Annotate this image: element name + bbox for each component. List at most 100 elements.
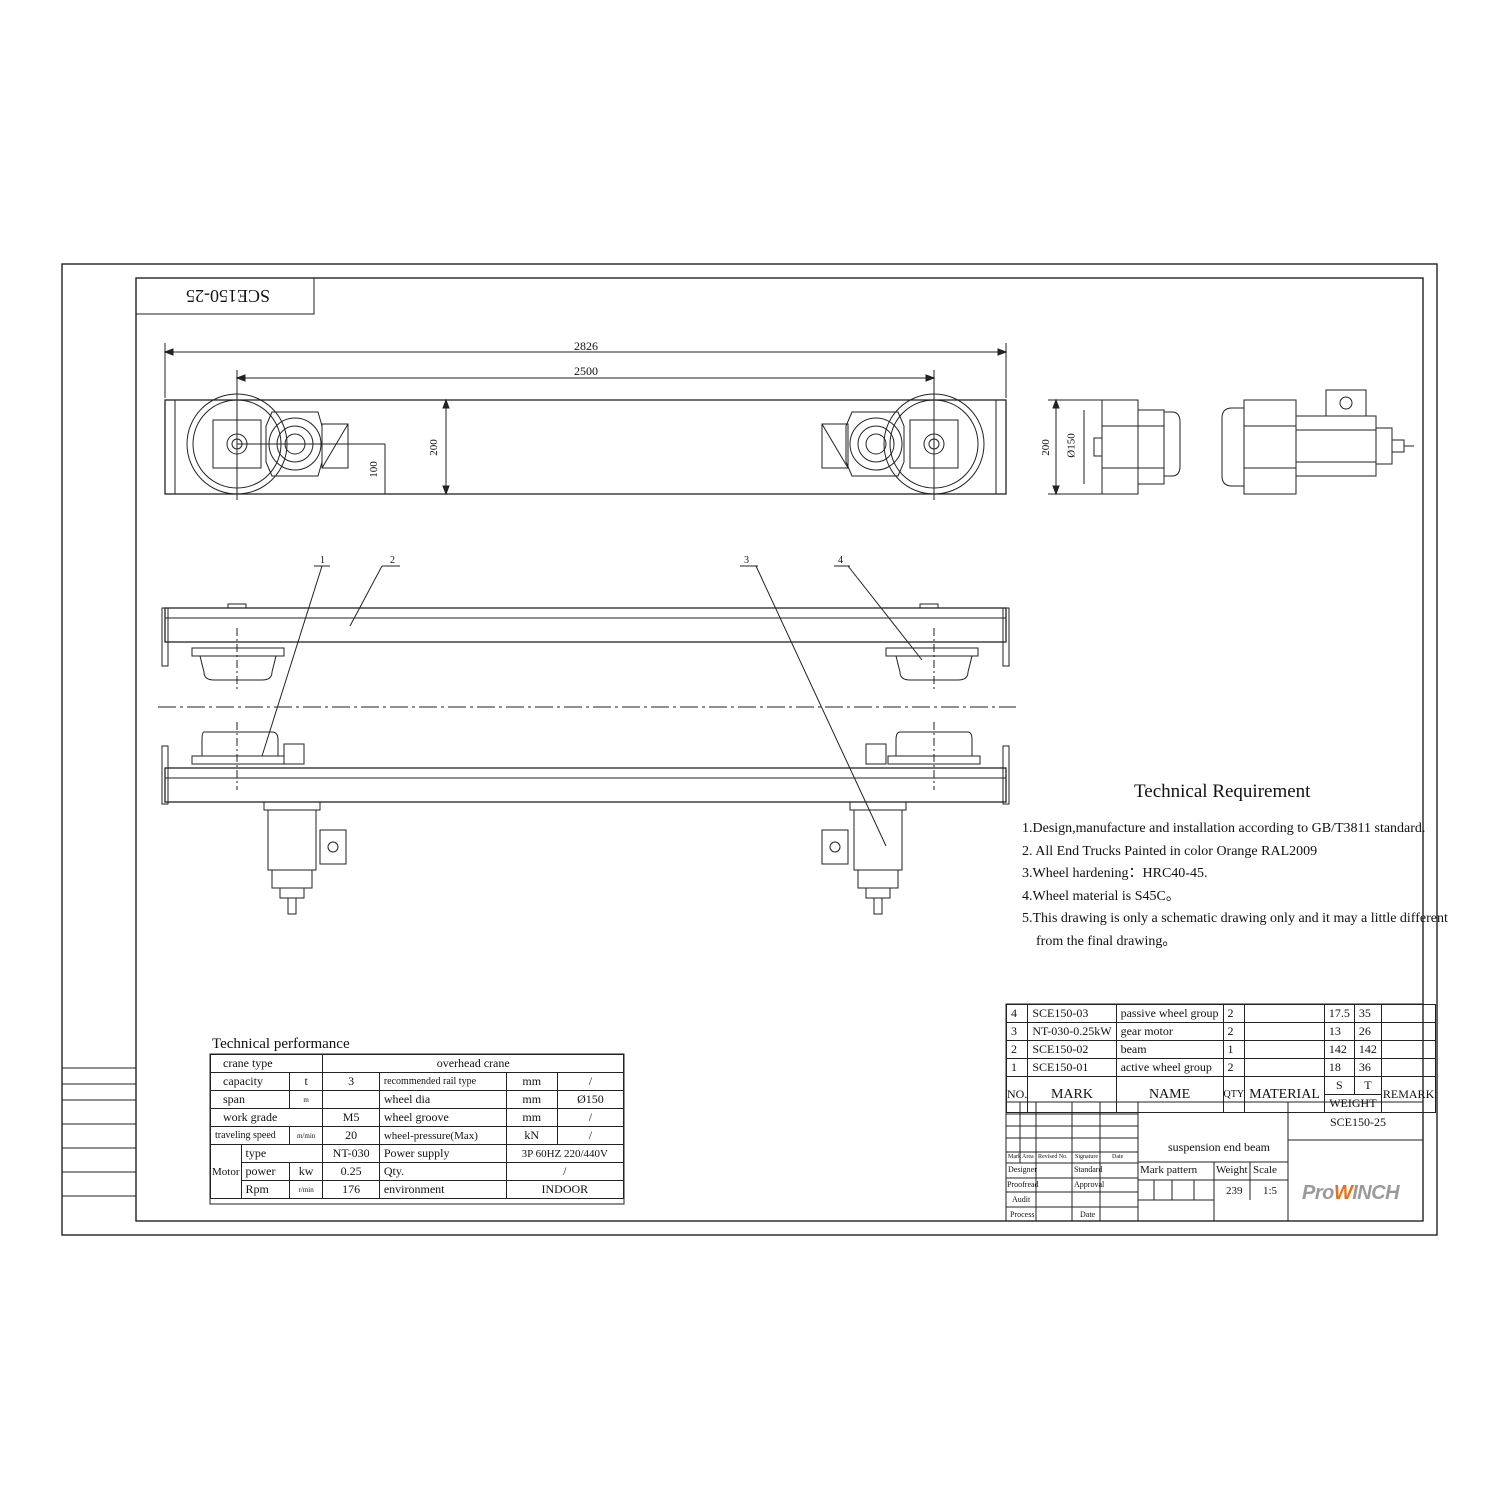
dim-wheel-span: 2500 — [574, 364, 598, 378]
inner-frame — [135, 277, 1424, 1222]
perf-label: Rpm — [240, 1180, 290, 1199]
bom-material — [1244, 1058, 1325, 1077]
perf-label: recommended rail type — [378, 1072, 507, 1091]
bom-weight-t: 36 — [1353, 1058, 1382, 1077]
tech-req-title: Technical Requirement — [1134, 781, 1311, 802]
bom-head-weight: WEIGHT — [1323, 1094, 1382, 1113]
perf-value: 20 — [322, 1126, 380, 1145]
callout-1: 1 — [320, 555, 325, 566]
bom-weight-s: 17.5 — [1323, 1004, 1355, 1023]
code-box — [135, 277, 315, 315]
bom-head-qty: QTY — [1222, 1076, 1246, 1113]
logo-pro: Pro — [1302, 1182, 1334, 1204]
bom-remark — [1380, 1004, 1437, 1023]
perf-label: work grade — [209, 1108, 324, 1127]
perf-label: wheel-pressure(Max) — [378, 1126, 507, 1145]
perf-label: span — [210, 1090, 290, 1109]
bom-head-no: NO. — [1005, 1076, 1029, 1113]
bom-head-remark: REMARK — [1380, 1076, 1437, 1113]
tech-req-item: 2. All End Trucks Painted in color Orang… — [1022, 843, 1318, 859]
perf-label: capacity — [210, 1072, 290, 1091]
tech-perf-title: Technical performance — [212, 1036, 350, 1052]
perf-unit: m/min — [288, 1126, 324, 1145]
tb-rev-area: Area — [1022, 1154, 1034, 1160]
bom-weight-t: 26 — [1353, 1022, 1382, 1041]
tb-rev-date: Date — [1112, 1154, 1124, 1160]
bom-mark: SCE150-03 — [1027, 1004, 1117, 1023]
tb-mark-pattern: Mark pattern — [1140, 1164, 1198, 1176]
bom-weight-t: 35 — [1353, 1004, 1382, 1023]
tb-designer: Designer — [1008, 1165, 1037, 1174]
perf-unit: m — [288, 1090, 324, 1109]
perf-value: Ø150 — [556, 1090, 625, 1109]
perf-unit: mm — [505, 1108, 558, 1127]
perf-value: INDOOR — [505, 1180, 625, 1199]
perf-label: environment — [378, 1180, 507, 1199]
perf-label: Power supply — [378, 1144, 507, 1163]
title-drawing-no: SCE150-25 — [1330, 1115, 1387, 1129]
logo-w: W — [1333, 1182, 1353, 1204]
bom-remark — [1380, 1058, 1437, 1077]
bom-mark: NT-030-0.25kW — [1027, 1022, 1117, 1041]
tech-req-item: 4.Wheel material is S45C。 — [1022, 888, 1180, 904]
perf-label: wheel dia — [378, 1090, 507, 1109]
perf-value: overhead crane — [322, 1054, 624, 1073]
bom-no: 3 — [1005, 1022, 1029, 1041]
tech-req-item: 1.Design,manufacture and installation ac… — [1022, 821, 1426, 836]
tb-process: Process — [1010, 1210, 1035, 1219]
bom-remark — [1380, 1040, 1437, 1059]
tb-date: Date — [1080, 1210, 1096, 1219]
tech-req-item: 5.This drawing is only a schematic drawi… — [1022, 911, 1448, 926]
tb-rev-mark: Mark — [1008, 1154, 1021, 1160]
perf-label: Qty. — [378, 1162, 507, 1181]
margin-strips — [62, 1067, 136, 1197]
tb-weight-value: 239 — [1226, 1185, 1243, 1197]
title-part-name: suspension end beam — [1168, 1140, 1270, 1154]
bom-weight-s: 13 — [1323, 1022, 1355, 1041]
perf-unit: kN — [505, 1126, 558, 1145]
perf-value: 176 — [322, 1180, 380, 1199]
bom-weight-t: 142 — [1353, 1040, 1382, 1059]
perf-value: / — [556, 1072, 625, 1091]
tech-req-list: 1.Design,manufacture and installation ac… — [1022, 818, 1448, 953]
tb-rev-signature: Signature — [1075, 1154, 1098, 1160]
perf-label: traveling speed — [210, 1126, 290, 1145]
perf-unit: mm — [505, 1090, 558, 1109]
bom-qty: 2 — [1222, 1004, 1246, 1023]
bom-no: 4 — [1005, 1004, 1029, 1023]
top-view — [163, 343, 1008, 500]
callout-leaders — [261, 565, 923, 847]
perf-value: 3 — [322, 1072, 380, 1091]
tb-scale-value: 1:5 — [1263, 1185, 1278, 1197]
bom-head-name: NAME — [1115, 1076, 1224, 1113]
bom-no: 1 — [1005, 1058, 1029, 1077]
bom-row: 3 NT-030-0.25kW gear motor 2 13 26 — [1005, 1022, 1437, 1041]
bom-head-t: T — [1353, 1076, 1382, 1095]
bom-head-material: MATERIAL — [1244, 1076, 1325, 1113]
perf-value: / — [556, 1126, 625, 1145]
perf-label: type — [240, 1144, 324, 1163]
dim-side-height: 200 — [1039, 439, 1052, 456]
bom-remark — [1380, 1022, 1437, 1041]
bom-row: 2 SCE150-02 beam 1 142 142 — [1005, 1040, 1437, 1059]
bom-header: NO. MARK NAME QTY MATERIAL S T REMARK — [1005, 1076, 1437, 1113]
perf-value: NT-030 — [322, 1144, 380, 1163]
callout-4: 4 — [838, 555, 843, 566]
perf-label: crane type — [209, 1054, 324, 1073]
tb-audit: Audit — [1012, 1195, 1031, 1204]
tb-weight-label: Weight — [1216, 1164, 1248, 1176]
bom-name: active wheel group — [1115, 1058, 1224, 1077]
bom-qty: 2 — [1222, 1058, 1246, 1077]
perf-value: / — [556, 1108, 625, 1127]
drawing-code-flipped: SCE150-25 — [186, 286, 271, 306]
callout-3: 3 — [744, 555, 749, 566]
perf-value: M5 — [322, 1108, 380, 1127]
perf-value: / — [505, 1162, 625, 1181]
side-view-b — [1221, 389, 1414, 495]
bom-qty: 1 — [1222, 1040, 1246, 1059]
bom-name: gear motor — [1115, 1022, 1224, 1041]
dim-offset: 100 — [367, 461, 380, 478]
dim-overall-length: 2826 — [574, 339, 598, 353]
dim-height: 200 — [427, 439, 440, 456]
front-view — [158, 603, 1016, 915]
